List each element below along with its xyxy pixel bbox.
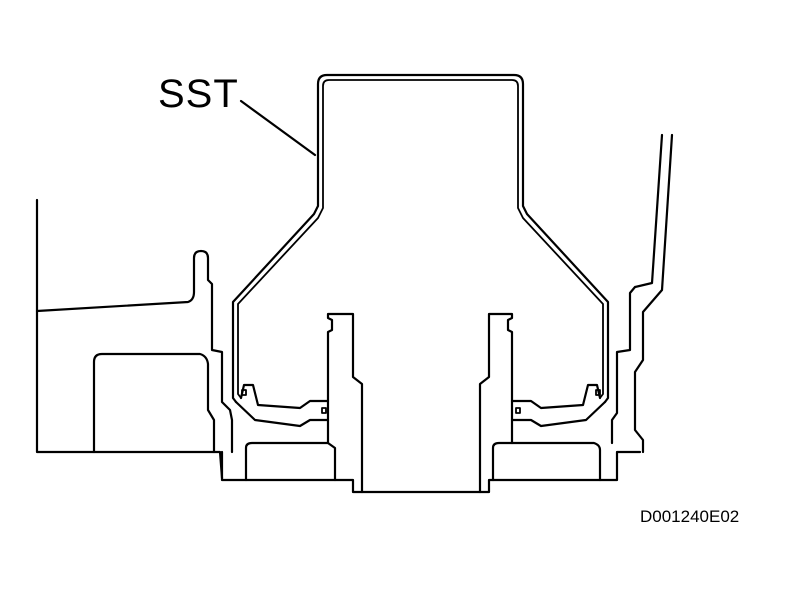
central-shaft <box>326 312 514 494</box>
base-housing <box>220 441 642 494</box>
callout-label: SST <box>158 72 239 116</box>
figure-code: D001240E02 <box>640 507 740 526</box>
left-housing <box>35 198 234 480</box>
callout-leader-line <box>239 99 317 157</box>
right-housing <box>610 133 674 454</box>
sst-tool <box>231 73 610 428</box>
